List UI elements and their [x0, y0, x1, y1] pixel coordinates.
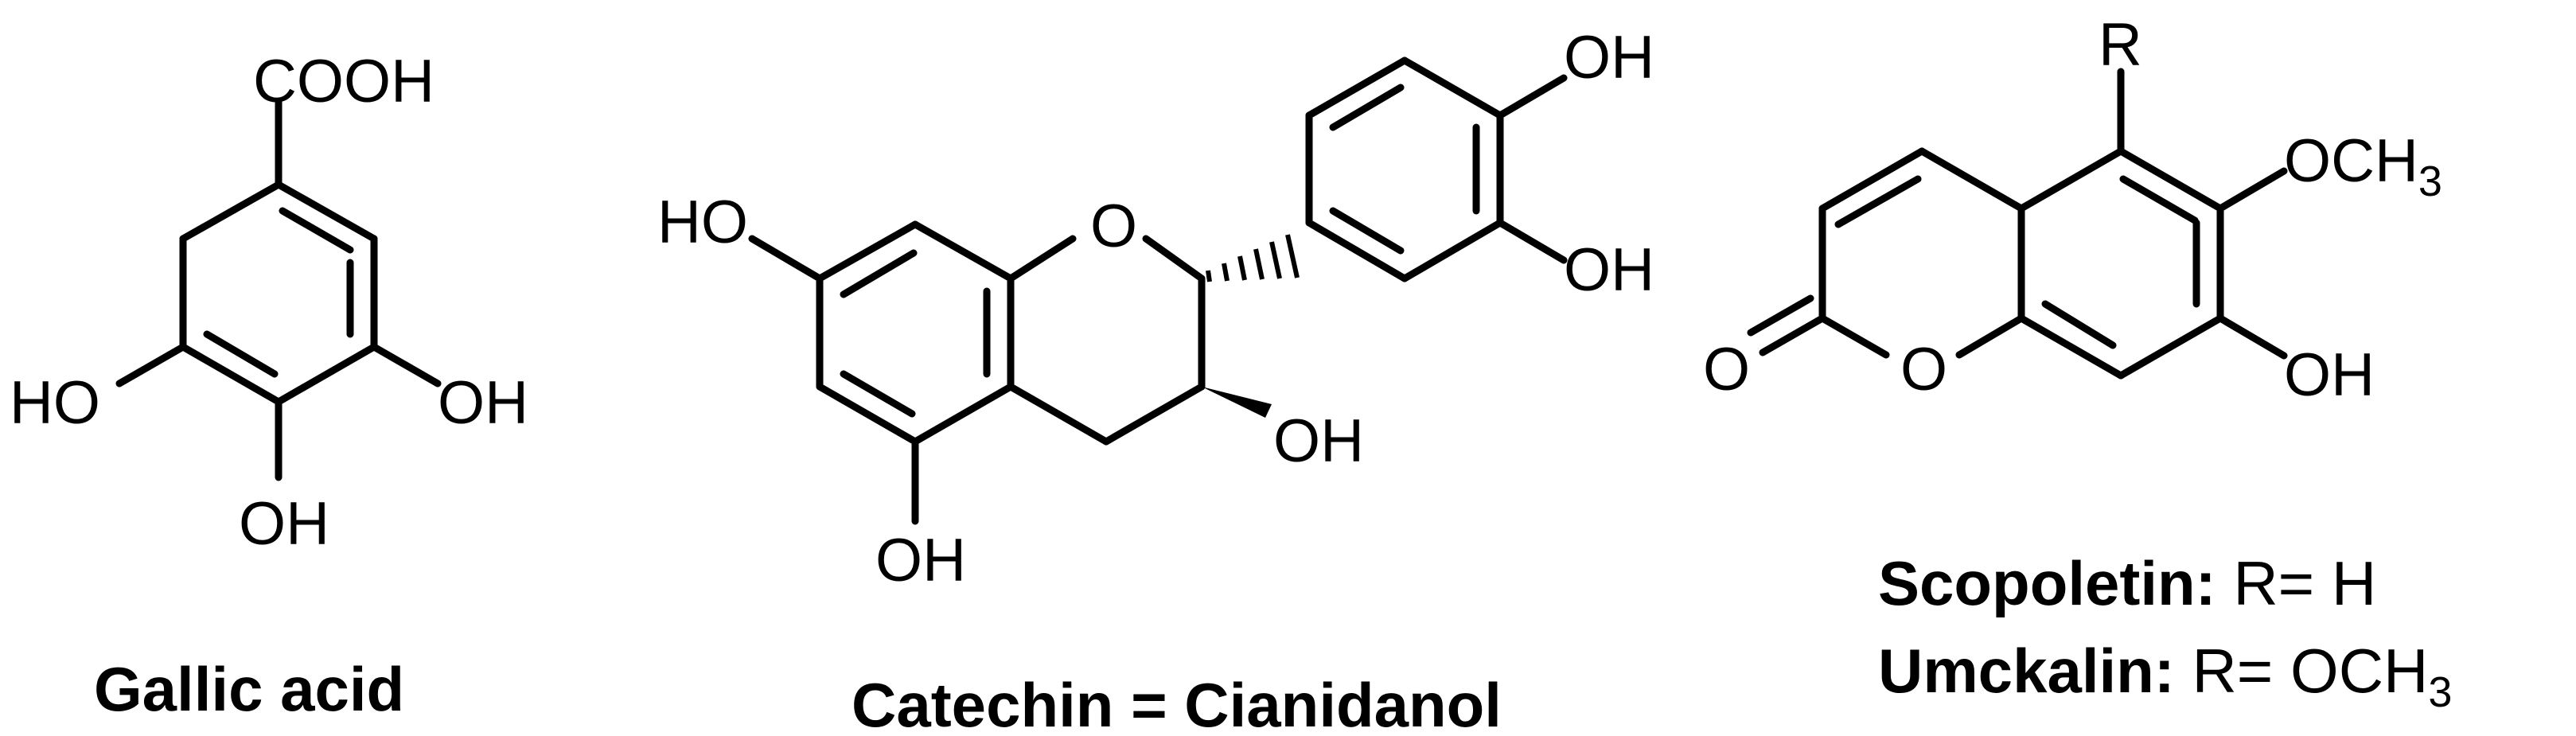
umckalin-caption: Umckalin: R= OCH3: [1878, 636, 2452, 716]
gallic-oh-right-label: OH: [438, 369, 528, 437]
catechin-oh-c3-label: OH: [1273, 407, 1364, 475]
gallic-acid-structure: COOH HO OH OH: [10, 48, 528, 558]
coumarin-ring-oxygen-label: O: [1900, 336, 1947, 403]
coumarin-r-label: R: [2099, 11, 2142, 79]
catechin-oh-top-label: OH: [1564, 24, 1654, 92]
hashed-wedge-bond: [1206, 234, 1300, 282]
coumarin-structure: R OCH3 O O OH: [1703, 11, 2442, 409]
solid-wedge-bond: [1202, 387, 1272, 418]
catechin-structure: HO O OH OH OH OH: [657, 24, 1654, 594]
gallic-ho-left-label: HO: [10, 369, 100, 437]
catechin-ring-oxygen-label: O: [1090, 193, 1137, 260]
catechin-oh-mid-label: OH: [1564, 236, 1654, 304]
catechin-oh-bottom-label: OH: [875, 527, 966, 594]
catechin-ho-left-label: HO: [657, 189, 748, 256]
gallic-oh-bottom-label: OH: [239, 490, 329, 558]
gallic-acid-caption: Gallic acid: [94, 654, 404, 724]
coumarin-oh-label: OH: [2284, 341, 2375, 409]
catechin-caption: Catechin = Cianidanol: [852, 670, 1502, 736]
gallic-cooh-label: COOH: [253, 48, 435, 115]
scopoletin-caption: Scopoletin: R= H: [1878, 548, 2376, 618]
coumarin-och3-label: OCH3: [2284, 127, 2442, 205]
coumarin-oxo-label: O: [1703, 336, 1750, 403]
